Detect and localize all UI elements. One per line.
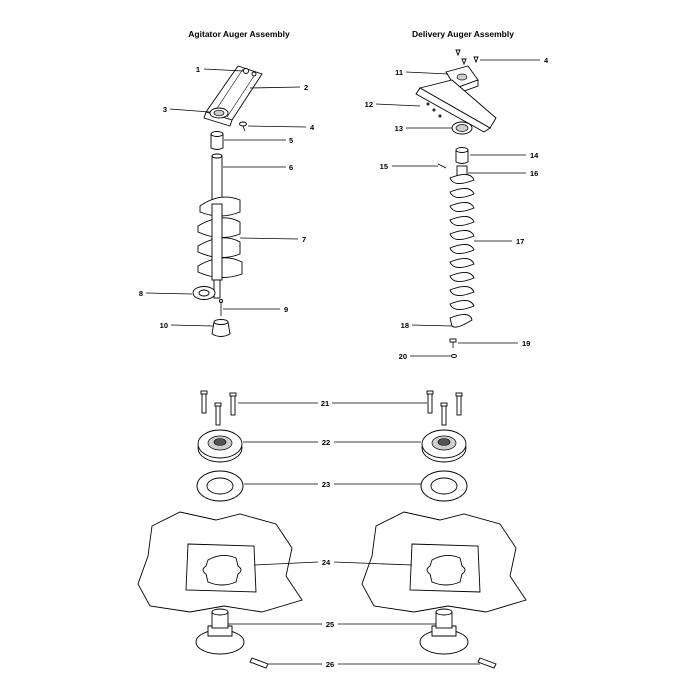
callout-1: 1 [196,65,200,74]
callout-numbers: 1 2 3 4 5 6 7 8 9 10 4 11 12 13 14 15 16… [139,56,549,669]
callout-6: 6 [289,163,293,172]
callout-8: 8 [139,289,143,298]
part-hopper-wall-left [137,511,303,613]
callout-16: 16 [530,169,538,178]
callout-19: 19 [522,339,530,348]
callout-3: 3 [163,105,167,114]
agitator-auger-assembly [192,65,263,337]
part-hopper-wall-right [361,511,527,613]
callout-21: 21 [321,399,329,408]
part-small-bolt [243,68,257,77]
callout-25: 25 [326,620,334,629]
part-bolts-right [426,390,463,426]
callout-22: 22 [322,438,330,447]
part-agitator-shaft [211,153,223,205]
part-bearing-delivery [451,121,473,135]
leader-lines [145,59,540,665]
callout-23: 23 [322,480,330,489]
callout-2: 2 [304,83,308,92]
part-gasket-right [420,470,468,502]
part-pin-agitator [219,299,223,316]
part-nuts-delivery [455,49,479,66]
part-trough-rail [415,79,497,133]
part-roll-pin [437,163,447,169]
callout-13: 13 [395,124,403,133]
part-end-cap [211,319,231,337]
callout-11: 11 [395,68,403,77]
part-bushing [210,131,224,150]
callout-12: 12 [365,100,373,109]
callout-17: 17 [516,237,524,246]
part-flange-bearing-left [197,429,243,463]
delivery-auger-assembly [415,49,497,358]
callout-24: 24 [322,558,331,567]
agitator-assembly-title: Agitator Auger Assembly [188,29,290,39]
callout-4-agitator: 4 [310,123,315,132]
callout-7: 7 [302,235,306,244]
callout-9: 9 [284,305,288,314]
part-coupler [455,147,469,164]
part-bolts-left [200,390,237,426]
callout-5: 5 [289,136,293,145]
callout-4-delivery: 4 [544,56,549,65]
part-gasket-left [196,470,244,502]
part-small-washer [451,354,457,358]
part-flange-bearing-right [421,429,467,463]
part-washer [192,286,216,300]
callout-26: 26 [326,660,334,669]
delivery-assembly-title: Delivery Auger Assembly [412,29,514,39]
part-delivery-flighting [449,165,475,328]
part-bearing-ring [209,107,229,119]
callout-18: 18 [401,321,409,330]
part-pin-right [477,657,497,669]
callout-15: 15 [380,162,388,171]
part-bolt-delivery [449,338,457,348]
callout-20: 20 [399,352,407,361]
part-agitator-flighting [197,196,243,299]
callout-10: 10 [160,321,168,330]
part-drive-hub-right [419,608,469,655]
callout-14: 14 [530,151,539,160]
part-drive-hub-left [195,608,245,655]
part-screw-agitator [239,121,247,132]
part-pin-left [249,657,269,669]
